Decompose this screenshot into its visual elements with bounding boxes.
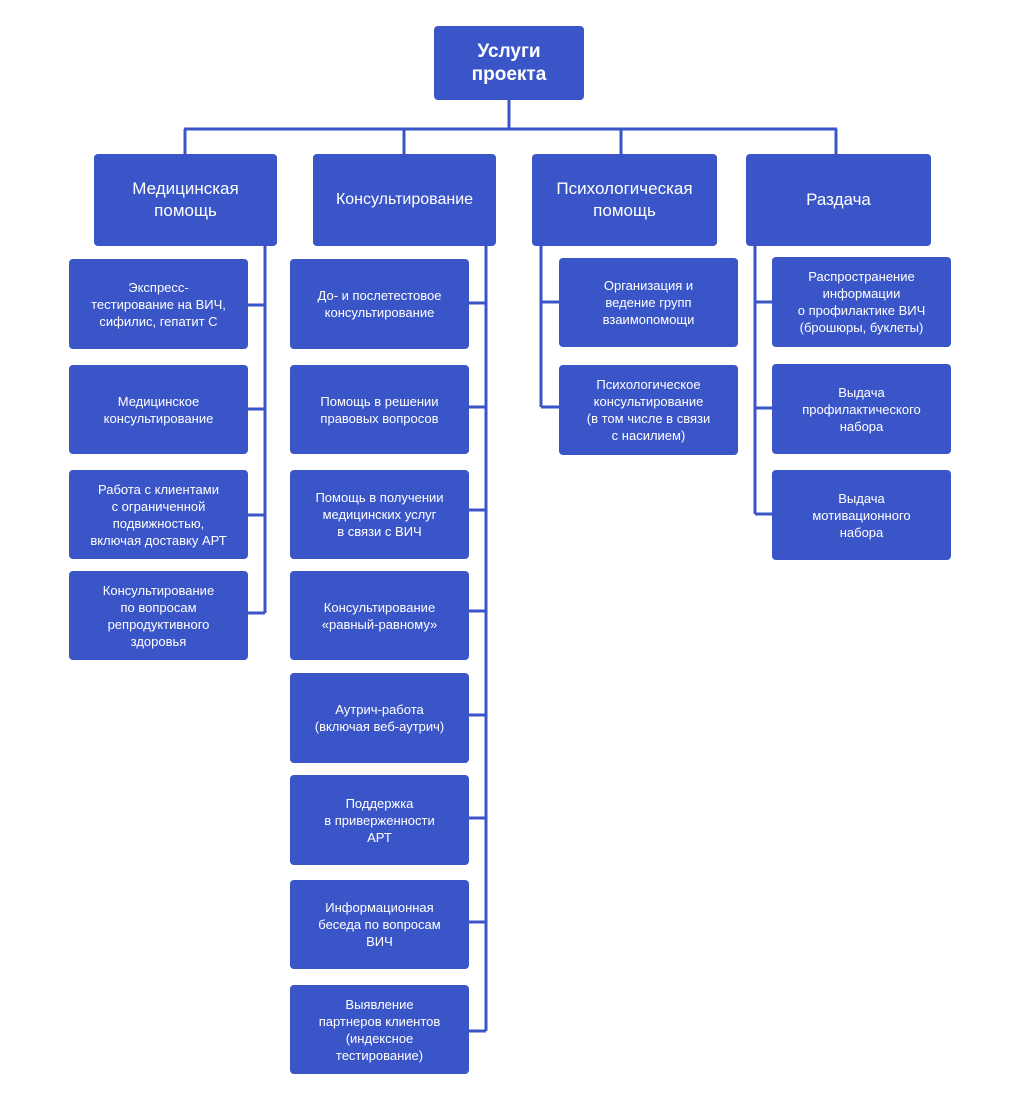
root-node: Услуги проекта xyxy=(434,26,584,100)
service-item-col4-3: Выдача мотивационного набора xyxy=(772,470,951,560)
service-item-col1-1: Экспресс- тестирование на ВИЧ, сифилис, … xyxy=(69,259,248,349)
service-item-col3-2: Психологическое консультирование (в том … xyxy=(559,365,738,455)
category-distribution: Раздача xyxy=(746,154,931,246)
service-item-col3-1: Организация и ведение групп взаимопомощи xyxy=(559,258,738,347)
service-item-col2-1: До- и послетестовое консультирование xyxy=(290,259,469,349)
service-item-col4-2: Выдача профилактического набора xyxy=(772,364,951,454)
service-item-col2-7: Информационная беседа по вопросам ВИЧ xyxy=(290,880,469,969)
service-item-col1-3: Работа с клиентами с ограниченной подвиж… xyxy=(69,470,248,559)
category-counseling: Консультирование xyxy=(313,154,496,246)
service-item-col4-1: Распространение информации о профилактик… xyxy=(772,257,951,347)
service-item-col1-4: Консультирование по вопросам репродуктив… xyxy=(69,571,248,660)
service-item-col2-3: Помощь в получении медицинских услуг в с… xyxy=(290,470,469,559)
service-item-col2-5: Аутрич-работа (включая веб-аутрич) xyxy=(290,673,469,763)
category-medical-help: Медицинская помощь xyxy=(94,154,277,246)
service-item-col2-2: Помощь в решении правовых вопросов xyxy=(290,365,469,454)
service-item-col2-4: Консультирование «равный-равному» xyxy=(290,571,469,660)
category-psychological-help: Психологическая помощь xyxy=(532,154,717,246)
service-item-col2-8: Выявление партнеров клиентов (индексное … xyxy=(290,985,469,1074)
service-item-col1-2: Медицинское консультирование xyxy=(69,365,248,454)
service-item-col2-6: Поддержка в приверженности АРТ xyxy=(290,775,469,865)
